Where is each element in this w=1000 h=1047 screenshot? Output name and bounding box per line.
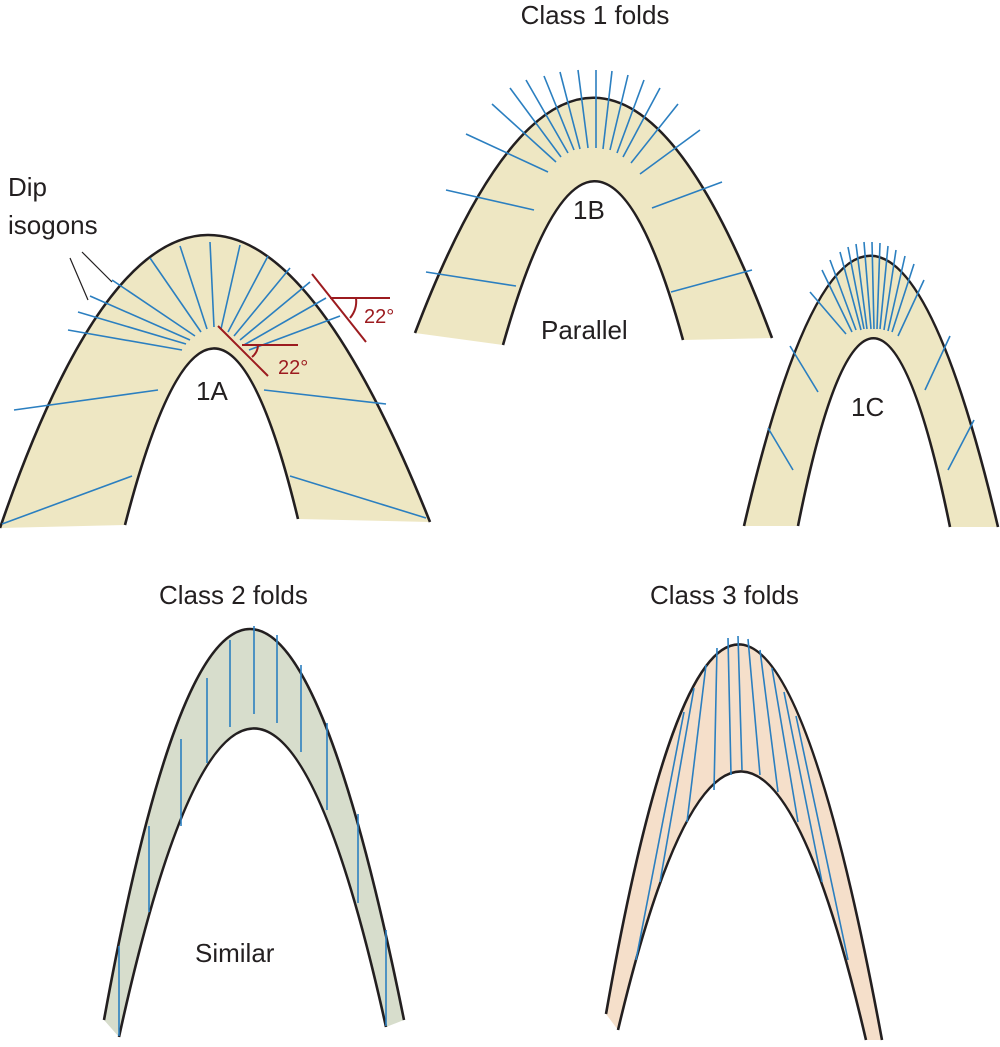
class-2-isogons	[118, 626, 387, 1036]
fold-1a-inner-angle-label: 22°	[278, 357, 308, 379]
isogons-label: isogons	[8, 210, 98, 240]
parallel-label: Parallel	[541, 315, 628, 345]
fold-1a-inner-surface	[123, 347, 300, 526]
class-2-inner-surface	[117, 727, 388, 1038]
fold-1c-inner-surface	[796, 336, 952, 528]
fold-1c-outer-surface	[742, 254, 1000, 528]
class-3-isogons	[635, 635, 849, 961]
fold-class-2: Class 2 folds Similar	[102, 580, 406, 1038]
fold-1a-dip-angle-construction	[217, 273, 390, 377]
dip-isogons-annotation: Dip isogons	[8, 172, 113, 301]
fold-1b: 1B Parallel	[413, 69, 774, 346]
fold-1a-isogons	[1, 241, 427, 525]
fold-1a-outer-surface	[0, 233, 432, 529]
class-3-inner-surface	[616, 770, 868, 1041]
fold-1c: 1C	[742, 241, 1000, 528]
fold-1a-layer	[0, 234, 430, 528]
class-3-outer-surface	[604, 643, 884, 1041]
leader-line	[81, 251, 113, 283]
class-3-title: Class 3 folds	[650, 580, 799, 610]
fold-class-3: Class 3 folds	[604, 580, 884, 1041]
fold-1c-isogons	[767, 241, 975, 471]
fold-1a-label: 1A	[196, 376, 228, 406]
class-2-title: Class 2 folds	[159, 580, 308, 610]
fold-1c-label: 1C	[851, 392, 884, 422]
fold-1a: 22° 22° 1A	[0, 233, 432, 529]
fold-1b-inner-surface	[501, 180, 685, 346]
class-2-layer	[104, 629, 404, 1037]
fold-1a-outer-angle-label: 22°	[364, 306, 394, 328]
class-1-title: Class 1 folds	[521, 0, 670, 30]
leader-line	[69, 257, 89, 301]
fold-1b-label: 1B	[573, 195, 605, 225]
fold-1b-isogons	[425, 69, 753, 293]
class-3-layer	[606, 644, 882, 1040]
dip-label: Dip	[8, 172, 47, 202]
fold-1b-outer-surface	[413, 96, 774, 339]
similar-label: Similar	[195, 938, 275, 968]
